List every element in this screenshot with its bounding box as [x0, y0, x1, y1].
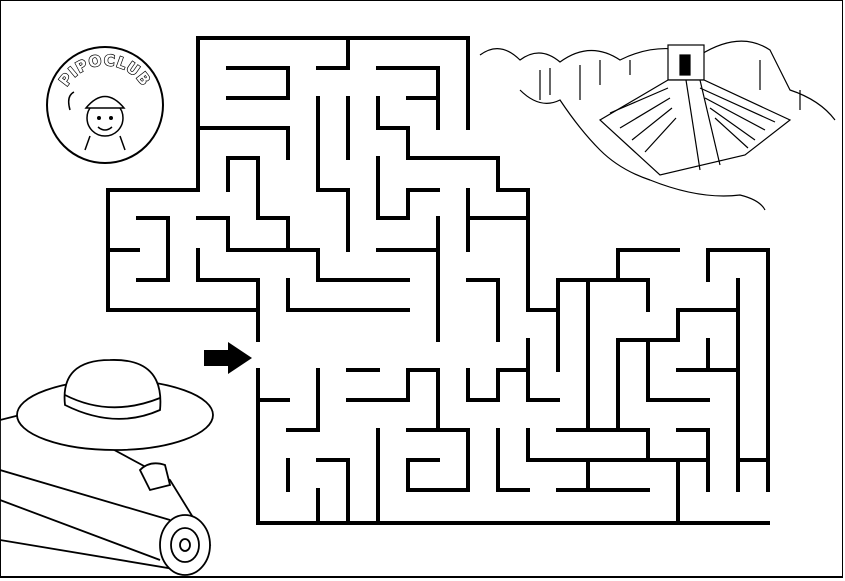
pipoclub-logo: PIPOCLUB [46, 46, 164, 164]
maze-outer-wall-bottom [256, 368, 770, 525]
maze[interactable] [106, 36, 770, 525]
pyramid-illustration [479, 40, 836, 211]
explorer-illustration [0, 359, 214, 576]
maze-outer-wall-top [106, 36, 680, 342]
maze-outer-wall-right [706, 248, 770, 492]
maze-inner-walls [106, 36, 770, 525]
arrow-right-icon [204, 342, 252, 374]
